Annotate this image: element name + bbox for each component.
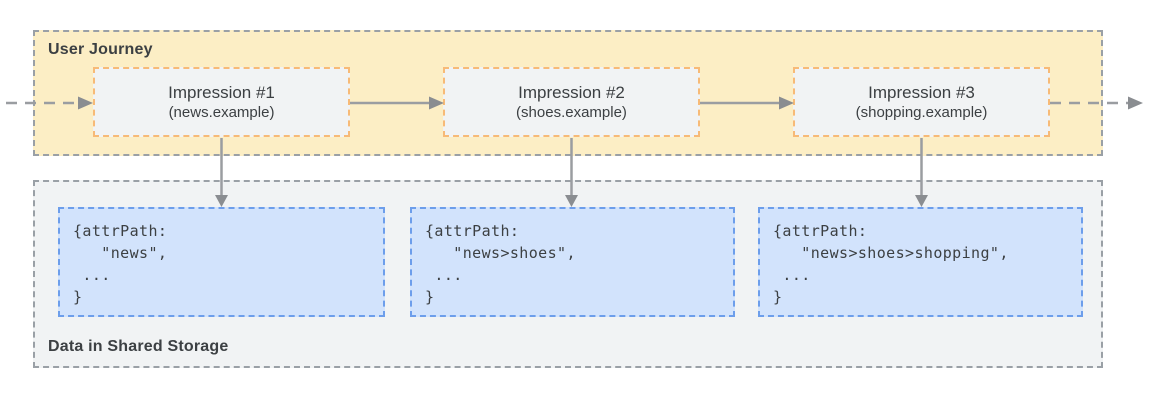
impression-1-title: Impression #1 <box>168 83 275 102</box>
impression-3-site: (shopping.example) <box>855 104 988 121</box>
impression-2-site: (shoes.example) <box>516 104 627 121</box>
shared-storage-label: Data in Shared Storage <box>48 338 229 355</box>
impression-2-title: Impression #2 <box>518 83 625 102</box>
storage-record-1: {attrPath: "news", ... } <box>58 207 385 317</box>
storage-record-3: {attrPath: "news>shoes>shopping", ... } <box>758 207 1083 317</box>
storage-record-2: {attrPath: "news>shoes", ... } <box>410 207 735 317</box>
impression-1-box: Impression #1 (news.example) <box>93 67 350 137</box>
impression-1-site: (news.example) <box>168 104 275 121</box>
user-journey-label: User Journey <box>48 41 153 58</box>
impression-3-box: Impression #3 (shopping.example) <box>793 67 1050 137</box>
impression-2-box: Impression #2 (shoes.example) <box>443 67 700 137</box>
impression-3-title: Impression #3 <box>868 83 975 102</box>
